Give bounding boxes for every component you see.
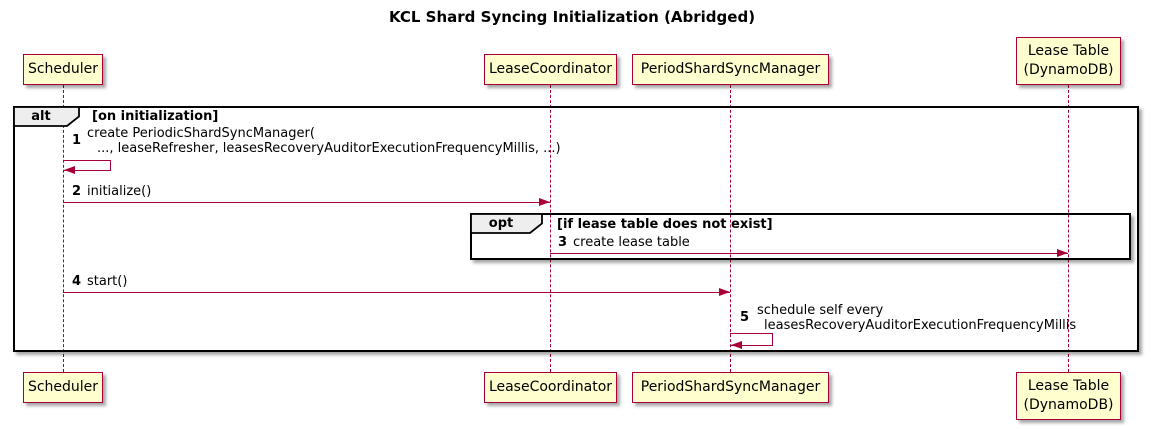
- opt-frame: [470, 213, 1131, 260]
- message-2-arrowhead-icon: [539, 198, 550, 206]
- message-3-arrowhead-icon: [1057, 249, 1068, 257]
- message-3-text: create lease table: [573, 235, 690, 250]
- message-5-text-line2: leasesRecoveryAuditorExecutionFrequencyM…: [764, 318, 1077, 333]
- message-5-self-arrow: [730, 333, 773, 346]
- participant-scheduler-bottom-label: Scheduler: [27, 379, 99, 396]
- message-2-number: 2: [72, 184, 82, 199]
- opt-keyword: opt: [488, 216, 514, 231]
- participant-lease-coordinator-top: LeaseCoordinator: [484, 54, 617, 85]
- message-1-number: 1: [72, 133, 82, 148]
- participant-lease-table-top-label-line1: Lease Table: [1027, 43, 1110, 60]
- participant-lease-table-bottom: Lease Table (DynamoDB): [1016, 372, 1121, 420]
- message-4-text: start(): [87, 274, 128, 289]
- lifeline-scheduler: [63, 85, 64, 372]
- participant-period-shard-sync-manager-top: PeriodShardSyncManager: [632, 54, 829, 85]
- message-3-arrow: [550, 253, 1068, 254]
- message-1-arrowhead-icon: [64, 166, 75, 174]
- participant-period-shard-sync-manager-top-label: PeriodShardSyncManager: [640, 61, 821, 78]
- opt-frame-label-pentagon-shape: [470, 213, 543, 234]
- participant-period-shard-sync-manager-bottom: PeriodShardSyncManager: [632, 372, 829, 403]
- participant-lease-table-top-label-line2: (DynamoDB): [1023, 62, 1114, 78]
- message-4-arrowhead-icon: [719, 288, 730, 296]
- message-1-text-line2: ..., leaseRefresher, leasesRecoveryAudit…: [97, 141, 561, 156]
- alt-frame: [13, 106, 1139, 352]
- lifeline-period-shard-sync-manager: [730, 85, 731, 372]
- lifeline-lease-coordinator: [550, 85, 551, 372]
- participant-lease-table-bottom-label-line2: (DynamoDB): [1023, 397, 1114, 413]
- message-4-arrow: [63, 292, 730, 293]
- message-2-text: initialize(): [87, 184, 152, 199]
- participant-scheduler-bottom: Scheduler: [23, 372, 103, 403]
- alt-condition-label: [on initialization]: [92, 109, 219, 124]
- message-3-number: 3: [558, 235, 568, 250]
- participant-period-shard-sync-manager-bottom-label: PeriodShardSyncManager: [640, 379, 821, 396]
- participant-scheduler-top-label: Scheduler: [27, 61, 99, 78]
- message-5-text-line1: schedule self every: [757, 303, 884, 318]
- diagram-title: KCL Shard Syncing Initialization (Abridg…: [388, 8, 756, 26]
- message-5-number: 5: [740, 310, 750, 325]
- participant-lease-coordinator-bottom: LeaseCoordinator: [484, 372, 617, 403]
- participant-lease-coordinator-top-label: LeaseCoordinator: [488, 61, 613, 78]
- message-1-self-arrow: [63, 160, 111, 171]
- lifeline-lease-table: [1068, 85, 1069, 372]
- opt-frame-label-pentagon: [470, 213, 543, 234]
- participant-lease-table-top: Lease Table (DynamoDB): [1016, 37, 1121, 85]
- message-2-arrow: [63, 202, 550, 203]
- alt-keyword: alt: [31, 109, 51, 124]
- message-1-text-line1: create PeriodicShardSyncManager(: [87, 126, 315, 141]
- message-4-number: 4: [72, 274, 82, 289]
- participant-scheduler-top: Scheduler: [23, 54, 103, 85]
- alt-frame-label-pentagon: [13, 106, 80, 127]
- participant-lease-coordinator-bottom-label: LeaseCoordinator: [488, 379, 613, 396]
- message-5-arrowhead-icon: [731, 341, 742, 349]
- alt-frame-label-pentagon-shape: [13, 106, 80, 127]
- participant-lease-table-bottom-label-line1: Lease Table: [1027, 378, 1110, 395]
- opt-condition-label: [if lease table does not exist]: [557, 217, 773, 232]
